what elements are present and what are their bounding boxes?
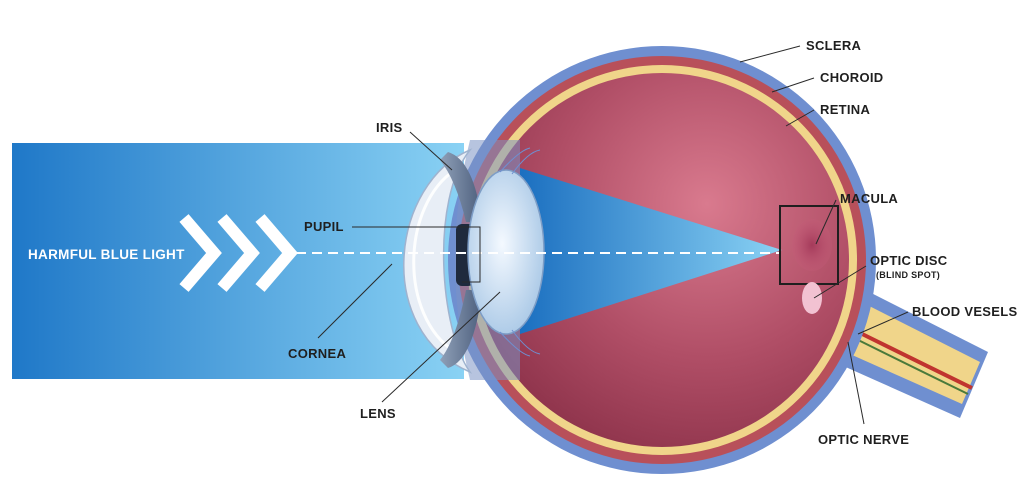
label-sclera: SCLERA: [806, 38, 862, 53]
cornea-shape: [403, 148, 473, 374]
leader-retina: [785, 109, 815, 127]
leader-choroid: [771, 77, 815, 93]
zonule-fibers-bottom: [499, 329, 541, 357]
leader-optic-disc: [813, 265, 867, 299]
arrow-2-icon: [217, 214, 260, 292]
zonule-fibers-top: [499, 147, 541, 175]
light-cone: [520, 168, 782, 334]
leader-lens: [381, 291, 501, 403]
leader-pupil: [352, 226, 481, 283]
iris-upper: [440, 152, 482, 222]
arrow-1-icon: [179, 214, 222, 292]
leader-macula: [815, 199, 837, 245]
label-pupil: PUPIL: [304, 219, 344, 234]
label-optic-disc: OPTIC DISC: [870, 253, 948, 268]
label-macula: MACULA: [840, 191, 898, 206]
cornea-highlight: [412, 168, 456, 354]
label-lens: LENS: [360, 406, 396, 421]
macula-spot: [792, 219, 832, 271]
label-iris: IRIS: [376, 120, 403, 135]
leader-optic-nerve: [847, 341, 865, 425]
optic-disc-shape: [802, 282, 822, 314]
label-optic-disc-note: (BLIND SPOT): [876, 270, 940, 280]
arrow-3-icon: [255, 214, 298, 292]
leader-sclera: [739, 45, 801, 63]
label-optic-nerve: OPTIC NERVE: [818, 432, 909, 447]
leader-cornea: [317, 263, 393, 339]
label-retina: RETINA: [820, 102, 870, 117]
leader-iris: [409, 131, 453, 171]
label-choroid: CHOROID: [820, 70, 884, 85]
label-cornea: CORNEA: [288, 346, 346, 361]
leader-blood-vessels: [857, 311, 909, 335]
beam-label: HARMFUL BLUE LIGHT: [28, 247, 185, 262]
label-blood-vessels: BLOOD VESELS: [912, 304, 1017, 319]
